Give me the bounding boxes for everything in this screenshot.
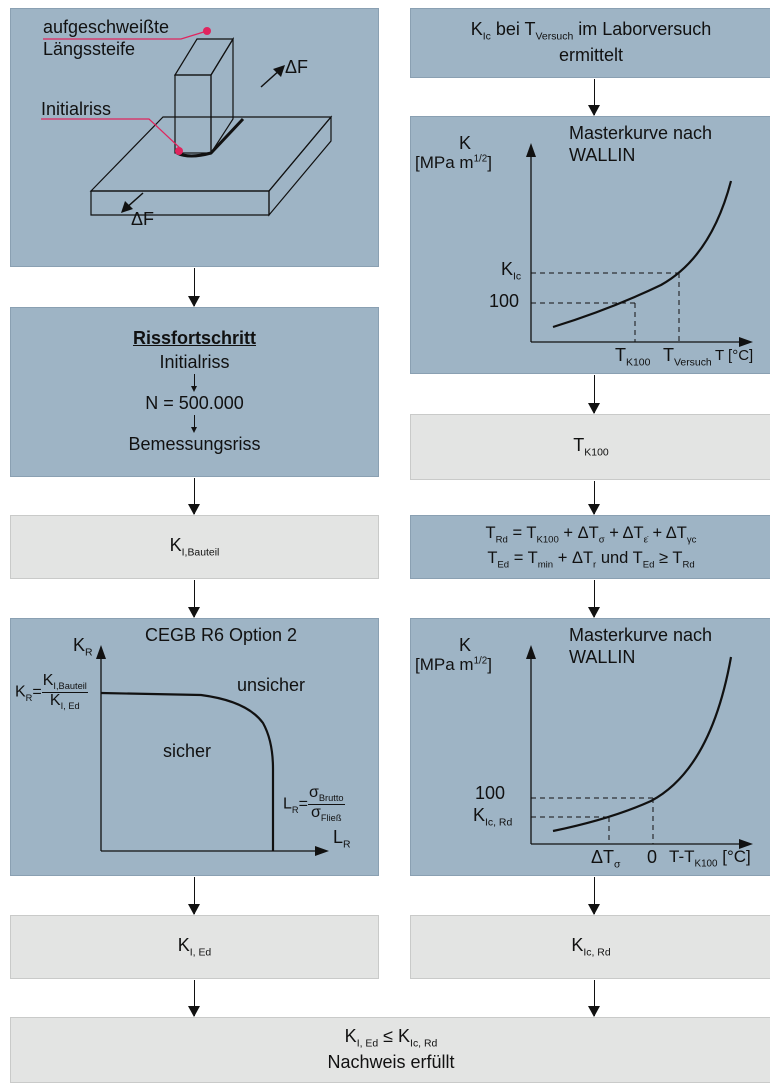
master1-y-axis-2: [MPa m1/2] — [415, 153, 492, 172]
weld-detail-box: aufgeschweißte Längssteife Initialriss Δ… — [10, 8, 379, 267]
cegb-title: CEGB R6 Option 2 — [145, 625, 298, 645]
master1-title-1: Masterkurve nach — [569, 123, 713, 143]
lab-line-1: KIc bei TVersuch im Laborversuch — [470, 19, 712, 43]
master-curve-box-2: Masterkurve nach WALLIN K [MPa m1/2] 100… — [410, 618, 770, 876]
master2-y-axis-2: [MPa m1/2] — [415, 655, 492, 674]
stiffener-label-2: Längssteife — [43, 39, 136, 59]
crack-final: Bemessungsriss — [128, 434, 261, 455]
master2-100-label: 100 — [475, 783, 506, 803]
tk100-box: TK100 — [410, 414, 770, 480]
master1-100-label: 100 — [489, 291, 520, 311]
master2-y-axis-1: K — [459, 635, 472, 655]
crack-initial: Initialriss — [159, 351, 230, 372]
k-icrd-text: KIc, Rd — [571, 935, 611, 959]
crack-growth-title: Rissfortschritt — [132, 328, 257, 349]
force-bottom-label: ΔF — [131, 209, 155, 229]
master1-y-axis-1: K — [459, 133, 472, 153]
arrow-down — [588, 79, 600, 116]
lab-line-2: ermittelt — [558, 45, 623, 66]
tk100-text: TK100 — [573, 435, 609, 459]
final-line-2: Nachweis erfüllt — [327, 1052, 455, 1073]
small-arrow — [190, 415, 200, 434]
master2-x-axis: T-TK100 [°C] — [669, 847, 751, 870]
arrow-down — [588, 877, 600, 915]
k-icrd-box: KIc, Rd — [410, 915, 770, 979]
stiffener-label-1: aufgeschweißte — [43, 17, 170, 37]
weld-detail-drawing — [41, 27, 333, 217]
arrow-down — [188, 580, 200, 618]
master1-tk100-label: TK100 — [615, 345, 651, 369]
k-bauteil-box: KI,Bauteil — [10, 515, 379, 579]
master1-x-axis: T [°C] — [715, 347, 754, 364]
formula-box: TRd = TK100 + ΔTσ + ΔTε̇ + ΔTγc TEd = Tm… — [410, 515, 770, 579]
master-curve-box-1: Masterkurve nach WALLIN K [MPa m1/2] KIc… — [410, 116, 770, 374]
marker-dot — [203, 27, 211, 35]
master2-title-1: Masterkurve nach — [569, 625, 713, 645]
safe-label: sicher — [163, 741, 212, 761]
k-ed-text: KI, Ed — [177, 935, 212, 959]
master2-zero-label: 0 — [647, 847, 658, 867]
arrow-down — [188, 478, 200, 515]
master2-dt-label: ΔTσ — [591, 847, 621, 871]
arrow-down — [188, 877, 200, 915]
formula-line-1: TRd = TK100 + ΔTσ + ΔTε̇ + ΔTγc — [485, 523, 697, 546]
k-ed-box: KI, Ed — [10, 915, 379, 979]
master-curve-1 — [552, 180, 733, 329]
arrow-down — [588, 481, 600, 515]
crack-growth-box: Rissfortschritt Initialriss N = 500.000 … — [10, 307, 379, 477]
master2-kicrd-label: KIc, Rd — [473, 805, 513, 829]
cegb-y-axis: KR — [73, 635, 93, 659]
arrow-down — [588, 375, 600, 414]
final-check-box: KI, Ed ≤ KIc, Rd Nachweis erfüllt — [10, 1017, 770, 1083]
master-curve-diagram-2 — [526, 645, 753, 849]
cegb-diagram — [96, 645, 329, 856]
final-line-1: KI, Ed ≤ KIc, Rd — [344, 1026, 438, 1050]
arrow-down — [588, 580, 600, 618]
master-curve-diagram-1 — [526, 143, 753, 347]
arrow-down — [188, 980, 200, 1017]
cegb-x-axis: LR — [333, 827, 351, 851]
failure-curve — [100, 691, 275, 851]
arrow-down — [588, 980, 600, 1017]
master2-title-2: WALLIN — [569, 647, 636, 667]
master1-tversuch-label: TVersuch — [663, 345, 712, 369]
marker-dot — [175, 147, 183, 155]
k-bauteil-text: KI,Bauteil — [169, 535, 220, 559]
small-arrow — [190, 374, 200, 392]
crack-label: Initialriss — [41, 99, 112, 119]
master-curve-2 — [552, 656, 733, 833]
crack-cycles: N = 500.000 — [145, 393, 244, 413]
formula-line-2: TEd = Tmin + ΔTr und TEd ≥ TRd — [487, 549, 695, 571]
force-top-label: ΔF — [285, 57, 309, 77]
arrow-down — [188, 268, 200, 307]
master1-kic-label: KIc — [501, 259, 522, 283]
master1-title-2: WALLIN — [569, 145, 636, 165]
unsafe-label: unsicher — [237, 675, 306, 695]
lab-test-box: KIc bei TVersuch im Laborversuch ermitte… — [410, 8, 770, 78]
